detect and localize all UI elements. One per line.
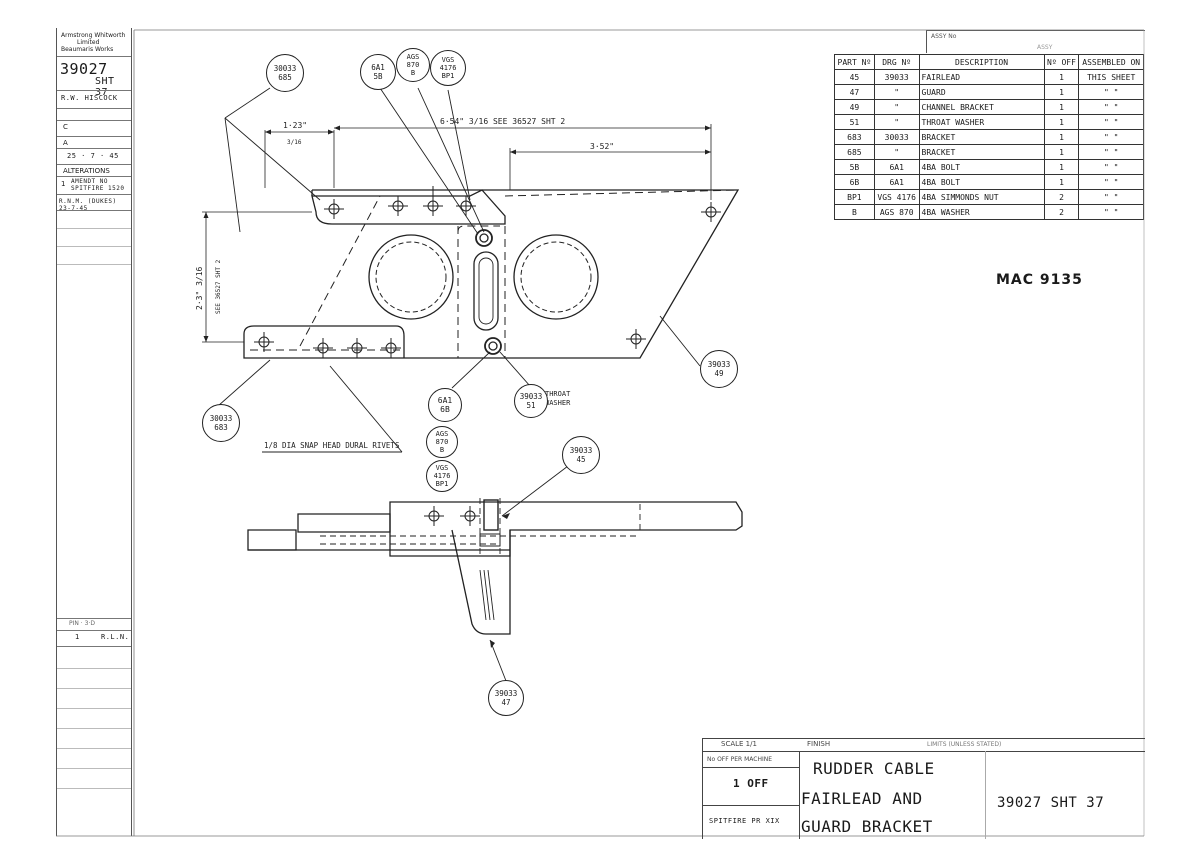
dim-1-23-tolerance: 3/16 (287, 139, 302, 146)
bolt-head-upper (475, 229, 493, 247)
assy-sub: ASSY (1037, 44, 1053, 51)
assembly-box: ASSY No ASSY (926, 30, 1145, 53)
rivet-note: 1/8 DIA SNAP HEAD DURAL RIVETS (264, 441, 400, 450)
cell-part-no: B (834, 204, 875, 220)
drawing-number: 39027 (60, 60, 108, 78)
issue-date: 25 · 7 · 45 (67, 152, 119, 160)
alteration-text-1: AMENDT NO (71, 178, 109, 185)
dim-2-3-reference: SEE 36527 SHT 2 (215, 259, 222, 314)
dim-2-3: 2·3" 3/16 (195, 266, 204, 310)
no-off-value: 1 OFF (733, 777, 769, 790)
cell-assembled-on: " " (1078, 204, 1144, 220)
lower-header: PIN · 3·D (69, 620, 95, 627)
title-line-1: RUDDER CABLE (813, 759, 935, 778)
dim-3-52: 3·52" (590, 142, 614, 151)
alteration-number: 1 (61, 180, 66, 188)
throat-note-1: THROAT (545, 390, 571, 398)
fairlead-body (389, 501, 743, 557)
dim-6-54: 6·54" 3/16 SEE 36527 SHT 2 (440, 117, 565, 126)
fairlead-flange (297, 513, 391, 533)
bracket-683-outline (243, 325, 405, 358)
mark-a: A (63, 139, 68, 147)
lower-number: 1 (75, 633, 80, 641)
works-name: Beaumaris Works (61, 46, 114, 53)
sheet-number: SHT 37 (95, 76, 115, 98)
channel-bracket-outline (243, 189, 740, 359)
aircraft-type: SPITFIRE PR XIX (709, 817, 780, 825)
bolt-head-lower (484, 337, 502, 355)
mac-number: MAC 9135 (996, 272, 1083, 288)
bracket-685-outline (311, 189, 506, 225)
company-name: Armstrong Whitworth (61, 32, 126, 39)
cell-no-off: 2 (1043, 204, 1080, 220)
mark-c: C (63, 123, 68, 131)
title-line-2: FAIRLEAD AND (801, 789, 923, 808)
company-line2: Limited (77, 39, 100, 46)
alteration-text-3: R.N.M. (DUKES) 23-7-45 (59, 198, 117, 212)
title-line-3: GUARD BRACKET (801, 817, 933, 836)
title-block: SCALE 1/1 FINISH LIMITS (UNLESS STATED) … (702, 738, 1145, 839)
dim-1-23: 1·23" (283, 121, 307, 130)
left-revision-strip: Armstrong Whitworth Limited Beaumaris Wo… (56, 28, 132, 836)
drawn-by: R.W. HISCOCK (61, 94, 118, 102)
no-off-label: No OFF PER MACHINE (707, 756, 773, 763)
alterations-header: ALTERATIONS (63, 167, 110, 175)
limits-label: LIMITS (UNLESS STATED) (927, 741, 1002, 748)
assy-label: ASSY No (931, 33, 957, 40)
scale-label: SCALE 1/1 (721, 740, 757, 748)
throat-note-2: WASHER (545, 399, 571, 407)
cell-description: 4BA WASHER (918, 204, 1045, 220)
cell-no-off: 1 (1043, 84, 1080, 100)
lightening-hole-left (368, 234, 454, 320)
lightening-hole-right (513, 234, 599, 320)
cable-slot (473, 251, 499, 331)
drawing-reference: 39027 SHT 37 (997, 795, 1105, 811)
guard-plate-outline (451, 529, 511, 635)
finish-label: FINISH (807, 740, 831, 748)
parts-table-header: PART Nº DRG Nº DESCRIPTION Nº OFF ASSEMB… (834, 54, 1144, 70)
parts-list-table: PART Nº DRG Nº DESCRIPTION Nº OFF ASSEMB… (834, 54, 1144, 220)
lower-initials: R.L.N. (101, 633, 130, 641)
alteration-text-2: SPITFIRE 1520 (71, 185, 125, 192)
